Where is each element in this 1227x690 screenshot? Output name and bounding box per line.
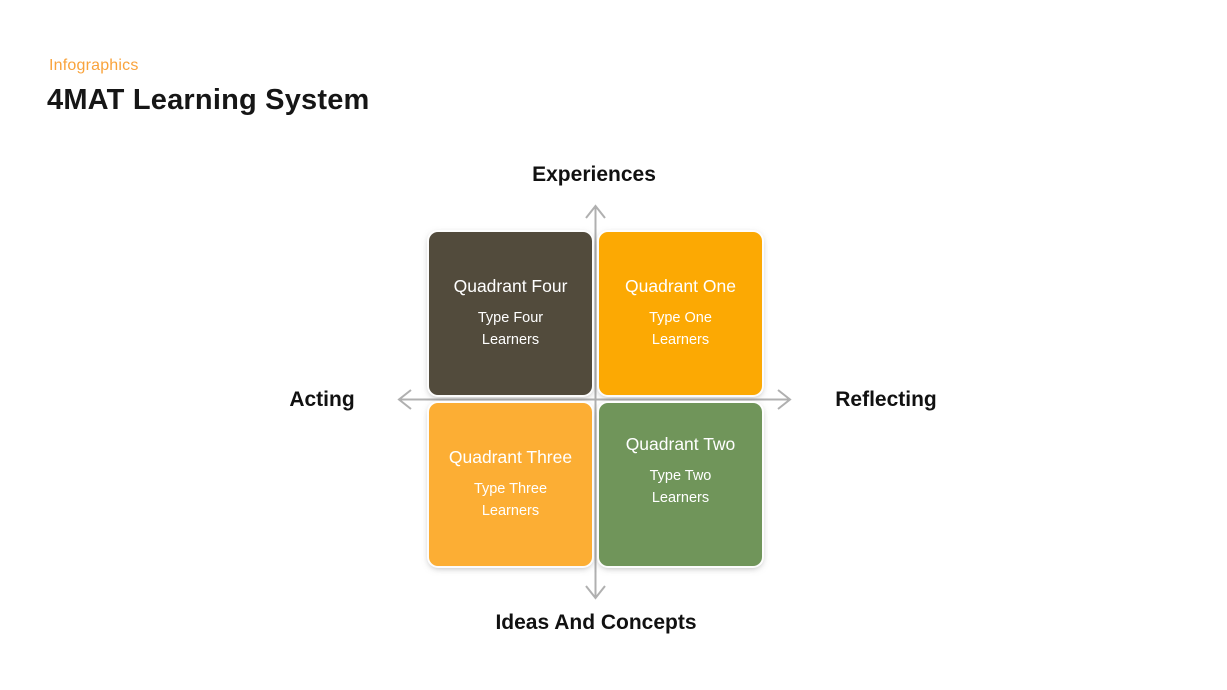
axis-label-ideas-and-concepts: Ideas And Concepts [495,611,697,634]
quadrant-four-title: Quadrant Four [453,276,568,297]
quadrant-four-subtitle: Type Four Learners [477,309,544,348]
quadrant-one-content: Quadrant One Type One Learners [625,276,736,351]
quadrant-two-title: Quadrant Two [625,434,736,455]
arrowhead-right-icon [777,389,792,410]
quadrant-two-box: Quadrant Two Type Two Learners [599,403,762,566]
quadrant-three-title: Quadrant Three [448,447,573,468]
quadrant-one-title: Quadrant One [625,276,736,297]
axis-label-experiences: Experiences [532,163,656,186]
arrowhead-down-icon [585,585,606,600]
quadrant-three-box: Quadrant Three Type Three Learners [429,403,592,566]
arrowhead-left-icon [397,389,412,410]
quadrant-two-content: Quadrant Two Type Two Learners [626,434,736,509]
quadrant-three-content: Quadrant Three Type Three Learners [449,447,572,522]
quadrant-one-box: Quadrant One Type One Learners [599,232,762,395]
quadrant-four-box: Quadrant Four Type Four Learners [429,232,592,395]
quadrant-two-subtitle: Type Two Learners [649,467,712,506]
quadrant-four-content: Quadrant Four Type Four Learners [454,276,568,351]
page-title: 4MAT Learning System [47,84,370,116]
eyebrow-label: Infographics [49,57,139,74]
quadrant-three-subtitle: Type Three Learners [473,480,548,519]
axis-label-reflecting: Reflecting [835,388,937,411]
quadrant-one-subtitle: Type One Learners [649,309,712,348]
axis-label-acting: Acting [289,388,355,411]
arrowhead-up-icon [585,204,606,219]
